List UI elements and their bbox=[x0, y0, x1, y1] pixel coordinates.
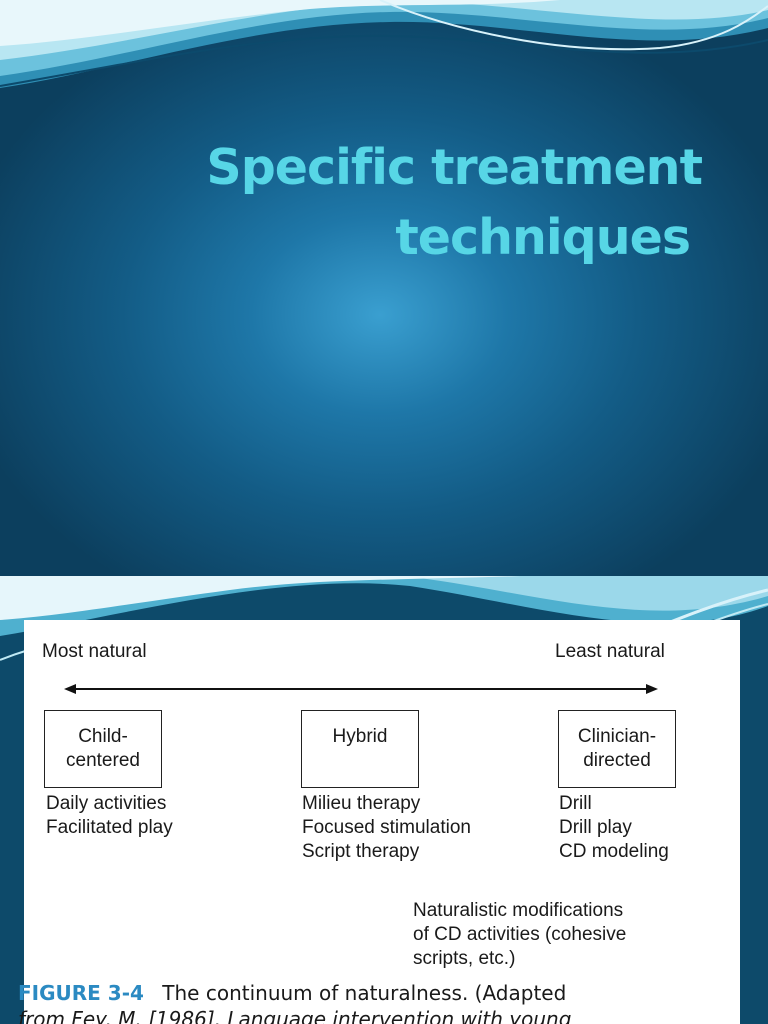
continuum-arrow bbox=[64, 684, 658, 694]
title-slide: Specific treatment techniques bbox=[0, 0, 768, 576]
continuum-figure: Most natural Least natural Child- center… bbox=[24, 620, 740, 1024]
list-item: Script therapy bbox=[302, 841, 420, 862]
clinician-directed-box: Clinician- directed bbox=[558, 710, 676, 788]
list-item: Drill bbox=[559, 793, 592, 814]
note-line: of CD activities (cohesive bbox=[413, 924, 627, 945]
box-label-line-2: centered bbox=[66, 750, 140, 771]
caption-continuation: from Fey, M. [1986]. Language interventi… bbox=[18, 1007, 572, 1024]
note-line: Naturalistic modifications bbox=[413, 900, 624, 921]
naturalistic-note: Naturalistic modifications of CD activiti… bbox=[413, 899, 626, 971]
box-label-line-2: directed bbox=[583, 750, 651, 771]
title-line-1: Specific treatment bbox=[206, 139, 703, 196]
list-item: CD modeling bbox=[559, 841, 669, 862]
least-natural-label: Least natural bbox=[555, 641, 665, 662]
most-natural-label: Most natural bbox=[42, 641, 147, 662]
figure-caption: FIGURE 3-4 The continuum of naturalness.… bbox=[18, 979, 698, 1024]
list-item: Daily activities bbox=[46, 793, 167, 814]
note-line: scripts, etc.) bbox=[413, 948, 516, 969]
figure-number: FIGURE 3-4 bbox=[18, 981, 144, 1005]
slide-title: Specific treatment techniques bbox=[206, 133, 703, 273]
box-label-line-1: Clinician- bbox=[577, 726, 657, 747]
box-label-line-1: Hybrid bbox=[332, 726, 388, 747]
list-item: Drill play bbox=[559, 817, 632, 838]
wave-decoration bbox=[0, 0, 768, 88]
title-line-2: techniques bbox=[395, 209, 691, 266]
list-item: Facilitated play bbox=[46, 817, 173, 838]
figure-slide: Most natural Least natural Child- center… bbox=[0, 576, 768, 1024]
list-item: Milieu therapy bbox=[302, 793, 421, 814]
hybrid-box: Hybrid bbox=[301, 710, 419, 788]
caption-text: The continuum of naturalness. (Adapted bbox=[162, 981, 567, 1005]
child-centered-box: Child- centered bbox=[44, 710, 162, 788]
list-item: Focused stimulation bbox=[302, 817, 471, 838]
box-label-line-1: Child- bbox=[78, 726, 128, 747]
